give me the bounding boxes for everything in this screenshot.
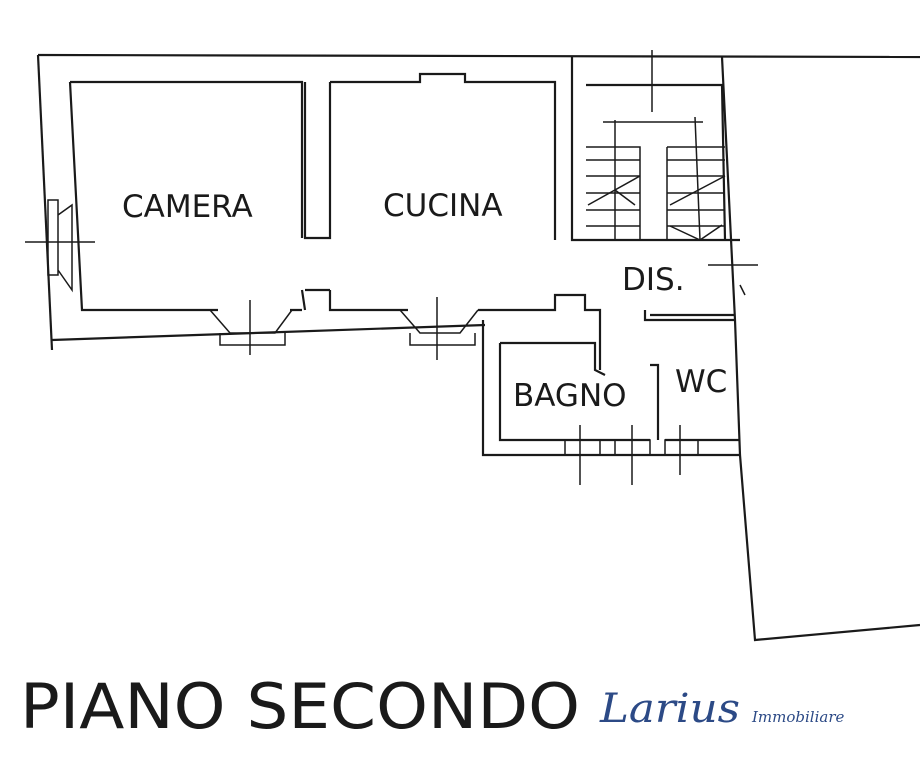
windows xyxy=(25,199,699,485)
walls xyxy=(36,50,920,642)
room-label-bagno: BAGNO xyxy=(513,378,627,414)
logo: Larius Immobiliare xyxy=(599,686,845,732)
room-label-cucina: CUCINA xyxy=(383,188,503,224)
room-label-dis: DIS. xyxy=(622,262,685,298)
room-label-wc: WC xyxy=(675,364,727,400)
logo-subtitle: Immobiliare xyxy=(751,708,845,726)
room-label-camera: CAMERA xyxy=(122,189,253,225)
logo-brand: Larius xyxy=(599,686,740,732)
floor-title: PIANO SECONDO xyxy=(20,670,580,743)
